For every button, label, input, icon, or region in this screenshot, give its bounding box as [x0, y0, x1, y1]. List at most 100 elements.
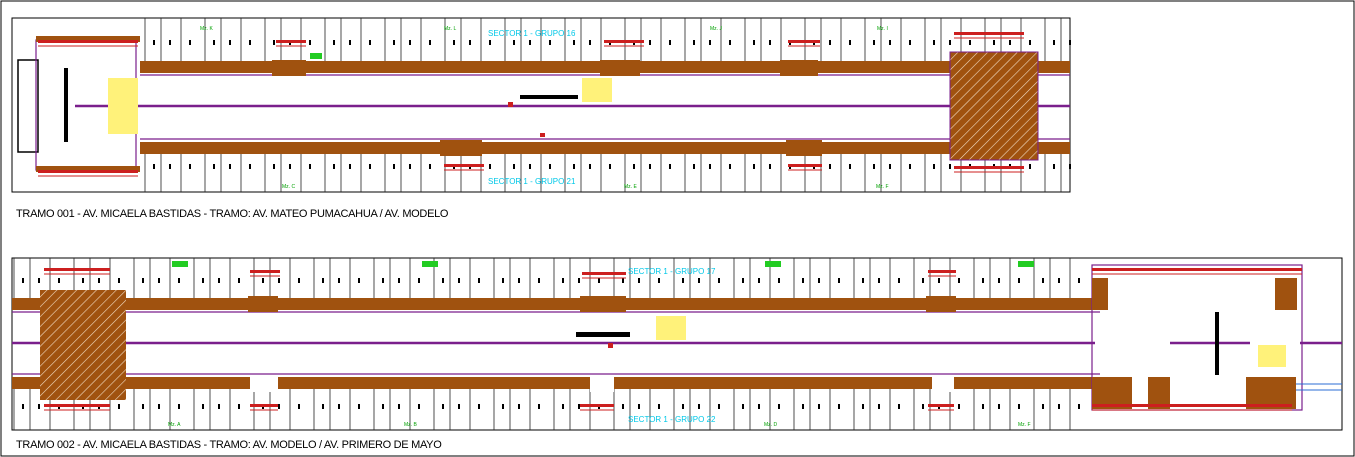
lot-marker — [829, 164, 831, 169]
lot-marker — [969, 40, 971, 45]
lot-marker — [1069, 40, 1071, 45]
lot-marker — [658, 278, 660, 283]
lot-marker — [598, 278, 600, 283]
lot-marker — [758, 278, 760, 283]
sidewalk-top — [12, 298, 1100, 310]
lot-marker — [898, 278, 900, 283]
lot-marker — [838, 278, 840, 283]
sidewalk-bottom — [140, 142, 1070, 154]
lot-marker — [669, 40, 671, 45]
green-marker — [172, 261, 188, 267]
lot-marker — [849, 40, 851, 45]
fixture-detail — [38, 170, 138, 173]
fixture-detail — [1092, 268, 1302, 271]
lot-marker — [742, 278, 744, 283]
lot-marker — [1069, 164, 1071, 169]
fixture-detail — [250, 270, 280, 273]
lot-marker — [1042, 278, 1044, 283]
lot-marker — [873, 164, 875, 169]
lot-marker — [909, 40, 911, 45]
lot-marker — [429, 164, 431, 169]
lot-marker — [513, 40, 515, 45]
lot-marker — [409, 164, 411, 169]
lot-marker — [562, 278, 564, 283]
lot-marker — [589, 40, 591, 45]
lot-marker — [1053, 164, 1055, 169]
sector-label-top: SECTOR 1 - GRUPO 17 — [628, 267, 716, 276]
lot-marker — [1018, 404, 1020, 409]
lot-marker — [469, 40, 471, 45]
lot-marker — [778, 278, 780, 283]
lot-marker — [358, 278, 360, 283]
lot-marker — [278, 404, 280, 409]
lot-marker — [669, 164, 671, 169]
lot-marker — [369, 40, 371, 45]
lot-marker — [229, 164, 231, 169]
lot-marker — [638, 278, 640, 283]
lot-marker — [213, 40, 215, 45]
fixture-detail — [582, 272, 626, 275]
lot-marker — [153, 164, 155, 169]
lot-marker — [418, 404, 420, 409]
fixture-detail — [928, 270, 956, 273]
lot-marker — [949, 40, 951, 45]
lot-marker — [309, 40, 311, 45]
mz-label: Mz. F — [1018, 422, 1031, 428]
mz-label: Mz. K — [200, 26, 213, 32]
lot-marker — [769, 164, 771, 169]
lot-marker — [658, 404, 660, 409]
lot-marker — [502, 278, 504, 283]
lot-marker — [718, 278, 720, 283]
lot-marker — [709, 164, 711, 169]
lot-marker — [818, 278, 820, 283]
lot-marker — [22, 278, 24, 283]
lot-marker — [82, 278, 84, 283]
fixture-detail — [38, 40, 138, 43]
green-marker — [422, 261, 438, 267]
lot-marker — [949, 164, 951, 169]
lot-marker — [922, 404, 924, 409]
lot-marker — [538, 404, 540, 409]
lot-marker — [549, 40, 551, 45]
lot-marker — [573, 164, 575, 169]
lot-marker — [633, 164, 635, 169]
fixture-detail — [954, 32, 1024, 35]
lot-marker — [98, 278, 100, 283]
lot-marker — [458, 404, 460, 409]
sector-label-bottom: SECTOR 1 - GRUPO 22 — [628, 415, 716, 424]
tramo-001-plan: SECTOR 1 - GRUPO 16 SECTOR 1 - GRUPO 21 … — [11, 17, 1071, 193]
lot-marker — [838, 404, 840, 409]
lot-marker — [998, 404, 1000, 409]
tramo-002-caption: TRAMO 002 - AV. MICAELA BASTIDAS - TRAMO… — [16, 439, 442, 451]
lot-marker — [369, 164, 371, 169]
lot-marker — [938, 278, 940, 283]
sector-label-bottom: SECTOR 1 - GRUPO 21 — [488, 177, 576, 186]
fixture-detail — [788, 40, 820, 43]
fixture-detail — [44, 404, 110, 407]
lot-marker — [1029, 164, 1031, 169]
lot-marker — [442, 404, 444, 409]
lot-marker — [158, 404, 160, 409]
lot-marker — [213, 164, 215, 169]
fixture-detail — [44, 268, 110, 271]
lot-marker — [742, 404, 744, 409]
lot-marker — [309, 164, 311, 169]
lot-marker — [562, 404, 564, 409]
fixture-detail — [444, 164, 484, 167]
lot-marker — [873, 40, 875, 45]
fixture-detail — [580, 404, 614, 407]
lot-marker — [169, 164, 171, 169]
lot-marker — [189, 164, 191, 169]
lot-marker — [169, 40, 171, 45]
lot-marker — [589, 164, 591, 169]
lot-marker — [202, 404, 204, 409]
lot-marker — [1058, 404, 1060, 409]
lot-marker — [1018, 278, 1020, 283]
lot-marker — [933, 40, 935, 45]
lot-marker — [338, 404, 340, 409]
lot-marker — [178, 278, 180, 283]
lot-marker — [298, 404, 300, 409]
mz-label: Mz. B — [404, 422, 417, 428]
lot-marker — [802, 404, 804, 409]
